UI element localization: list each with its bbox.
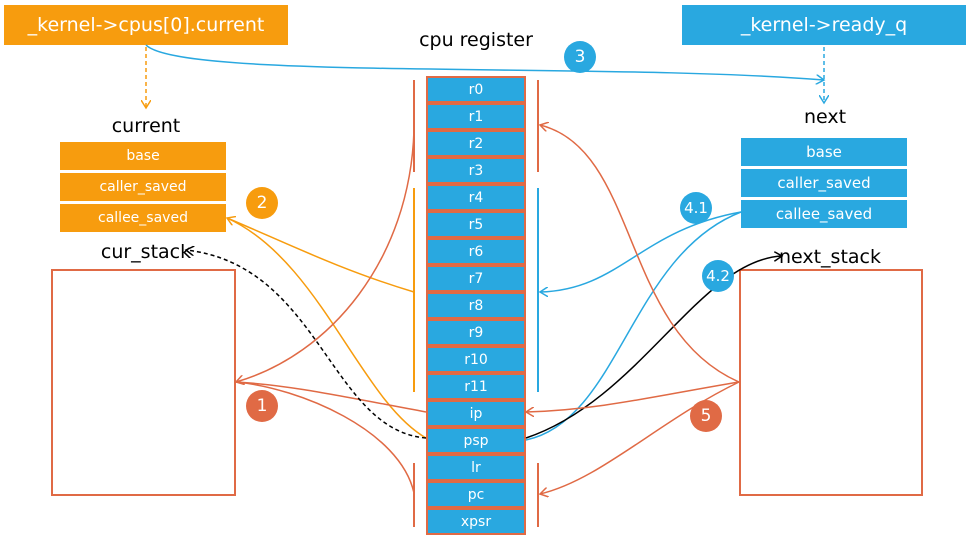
step42-arrow bbox=[525, 256, 782, 439]
cur-stack-label: cur_stack bbox=[100, 241, 192, 263]
next-label: next bbox=[803, 106, 847, 128]
step-badge-2: 2 bbox=[246, 187, 278, 219]
step1-lr-arrow bbox=[235, 381, 415, 494]
register-title: cpu register bbox=[419, 29, 533, 51]
step5-ip-arrow bbox=[526, 381, 740, 412]
register-r2: r2 bbox=[426, 130, 526, 157]
step-badge-4-2: 4.2 bbox=[702, 260, 734, 292]
step-badge-3: 3 bbox=[564, 41, 596, 73]
register-r3: r3 bbox=[426, 157, 526, 184]
register-psp: psp bbox=[426, 427, 526, 454]
next-stack-label: next_stack bbox=[778, 246, 882, 268]
ready-queue-header: _kernel->ready_q bbox=[682, 5, 966, 45]
register-pc: pc bbox=[426, 481, 526, 508]
register-r6: r6 bbox=[426, 238, 526, 265]
register-r11: r11 bbox=[426, 373, 526, 400]
step41-psp-arrow bbox=[525, 211, 742, 441]
current-field-base: base bbox=[60, 142, 226, 170]
step-badge-4-1: 4.1 bbox=[680, 192, 712, 224]
current-label: current bbox=[111, 115, 181, 137]
register-r9: r9 bbox=[426, 319, 526, 346]
next-field-callee-saved: callee_saved bbox=[741, 200, 907, 228]
register-xpsr: xpsr bbox=[426, 508, 526, 535]
register-r5: r5 bbox=[426, 211, 526, 238]
step5-pc-arrow bbox=[540, 381, 740, 494]
psp-to-cur-stack-arrow bbox=[186, 250, 427, 439]
next-stack bbox=[739, 269, 923, 496]
register-r4: r4 bbox=[426, 184, 526, 211]
register-r7: r7 bbox=[426, 265, 526, 292]
current-field-caller-saved: caller_saved bbox=[60, 173, 226, 201]
current-field-callee-saved: callee_saved bbox=[60, 204, 226, 232]
register-r8: r8 bbox=[426, 292, 526, 319]
next-context: base caller_saved callee_saved bbox=[741, 138, 907, 228]
register-r10: r10 bbox=[426, 346, 526, 373]
register-r0: r0 bbox=[426, 76, 526, 103]
current-context: base caller_saved callee_saved bbox=[60, 142, 226, 232]
step1-ip-arrow bbox=[235, 381, 427, 413]
next-field-base: base bbox=[741, 138, 907, 166]
next-field-caller-saved: caller_saved bbox=[741, 169, 907, 197]
cur-stack bbox=[51, 269, 236, 496]
step2-callee-arrow bbox=[227, 218, 415, 293]
step-badge-1: 1 bbox=[246, 390, 278, 422]
step5-r1-arrow bbox=[540, 125, 740, 383]
step2-psp-arrow bbox=[226, 217, 427, 439]
register-lr: lr bbox=[426, 454, 526, 481]
current-pointer-header: _kernel->cpus[0].current bbox=[4, 5, 288, 45]
register-ip: ip bbox=[426, 400, 526, 427]
step3-arrow bbox=[145, 44, 824, 80]
register-r1: r1 bbox=[426, 103, 526, 130]
step41-callee-arrow bbox=[540, 211, 742, 292]
step-badge-5: 5 bbox=[690, 400, 722, 432]
step1-r0-arrow bbox=[236, 129, 415, 382]
